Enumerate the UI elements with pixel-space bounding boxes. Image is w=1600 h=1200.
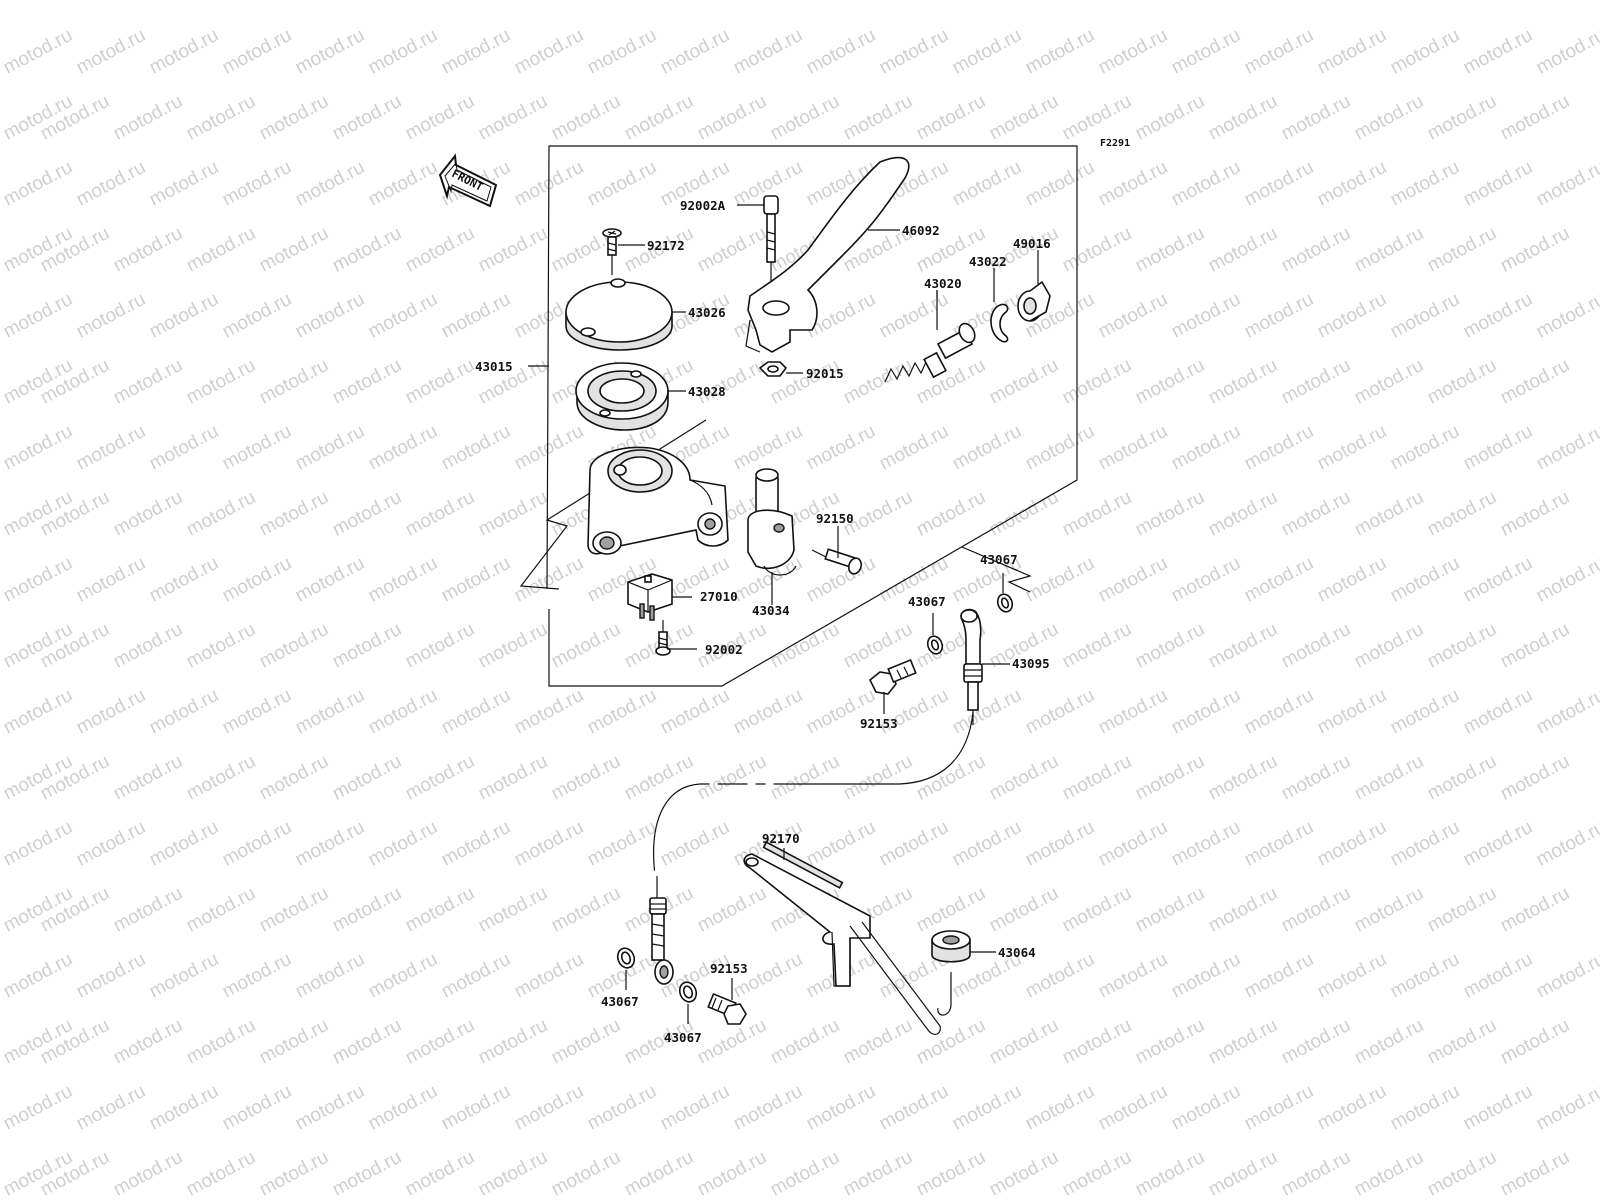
part-label: 43034 xyxy=(752,603,790,618)
part-label: 92002 xyxy=(705,642,743,657)
figure-code: F2291 xyxy=(1100,138,1130,149)
assembly-box-43015 xyxy=(546,145,1078,687)
part-label: 27010 xyxy=(700,589,738,604)
brake-hose-lower-fitting xyxy=(649,876,674,985)
banjo-bolt-92153-upper xyxy=(868,658,917,714)
part-label: 92153 xyxy=(860,716,898,731)
part-label: 43020 xyxy=(924,276,962,291)
front-arrow-icon: FRONT xyxy=(438,153,498,208)
clamp-43034 xyxy=(747,468,797,605)
part-label: 92150 xyxy=(816,511,854,526)
part-label: 92170 xyxy=(762,831,800,846)
part-label: 43067 xyxy=(664,1030,702,1045)
washer-43067-upper-middle xyxy=(926,613,944,655)
bolt-92150 xyxy=(811,526,863,575)
part-label: 43064 xyxy=(998,945,1036,960)
screw-92002 xyxy=(655,620,671,656)
nut-92015 xyxy=(758,361,788,377)
part-label: 43022 xyxy=(969,254,1007,269)
part-label: 43015 xyxy=(475,359,513,374)
grommet-43064 xyxy=(931,930,971,1016)
washer-43067-lower-left xyxy=(616,947,636,990)
brake-lever-46092 xyxy=(745,156,910,353)
clamp-wire xyxy=(849,921,941,1035)
boot-49016 xyxy=(1017,250,1051,322)
banjo-bolt-92153-lower xyxy=(707,978,747,1025)
piston-kit-43020 xyxy=(884,290,976,383)
reservoir-cap-43026 xyxy=(565,278,673,351)
screw-92172 xyxy=(602,228,622,275)
part-label: 43028 xyxy=(688,384,726,399)
brake-hose-43095 xyxy=(960,608,983,725)
circlip-43022 xyxy=(990,268,1009,343)
diaphragm-43028 xyxy=(575,362,669,431)
part-label: 46092 xyxy=(902,223,940,238)
part-label: 43095 xyxy=(1012,656,1050,671)
switch-27010 xyxy=(627,573,673,621)
part-label: 92172 xyxy=(647,238,685,253)
part-label: 92153 xyxy=(710,961,748,976)
part-label: 43026 xyxy=(688,305,726,320)
hose-routing-line xyxy=(653,711,974,877)
washer-43067-lower-middle xyxy=(678,981,698,1024)
part-label: 43067 xyxy=(908,594,946,609)
hose-bracket-92170 xyxy=(743,841,871,987)
assembly-break-line-right xyxy=(961,546,1032,593)
part-label: 92015 xyxy=(806,366,844,381)
master-cylinder-body xyxy=(587,446,729,555)
part-label: 43067 xyxy=(601,994,639,1009)
part-label: 49016 xyxy=(1013,236,1051,251)
part-labels: 92002A 46092 92172 43026 43015 43028 920… xyxy=(475,198,1051,1045)
part-label: 92002A xyxy=(680,198,726,213)
washer-43067-upper-right xyxy=(996,573,1014,613)
part-label: 43067 xyxy=(980,552,1018,567)
